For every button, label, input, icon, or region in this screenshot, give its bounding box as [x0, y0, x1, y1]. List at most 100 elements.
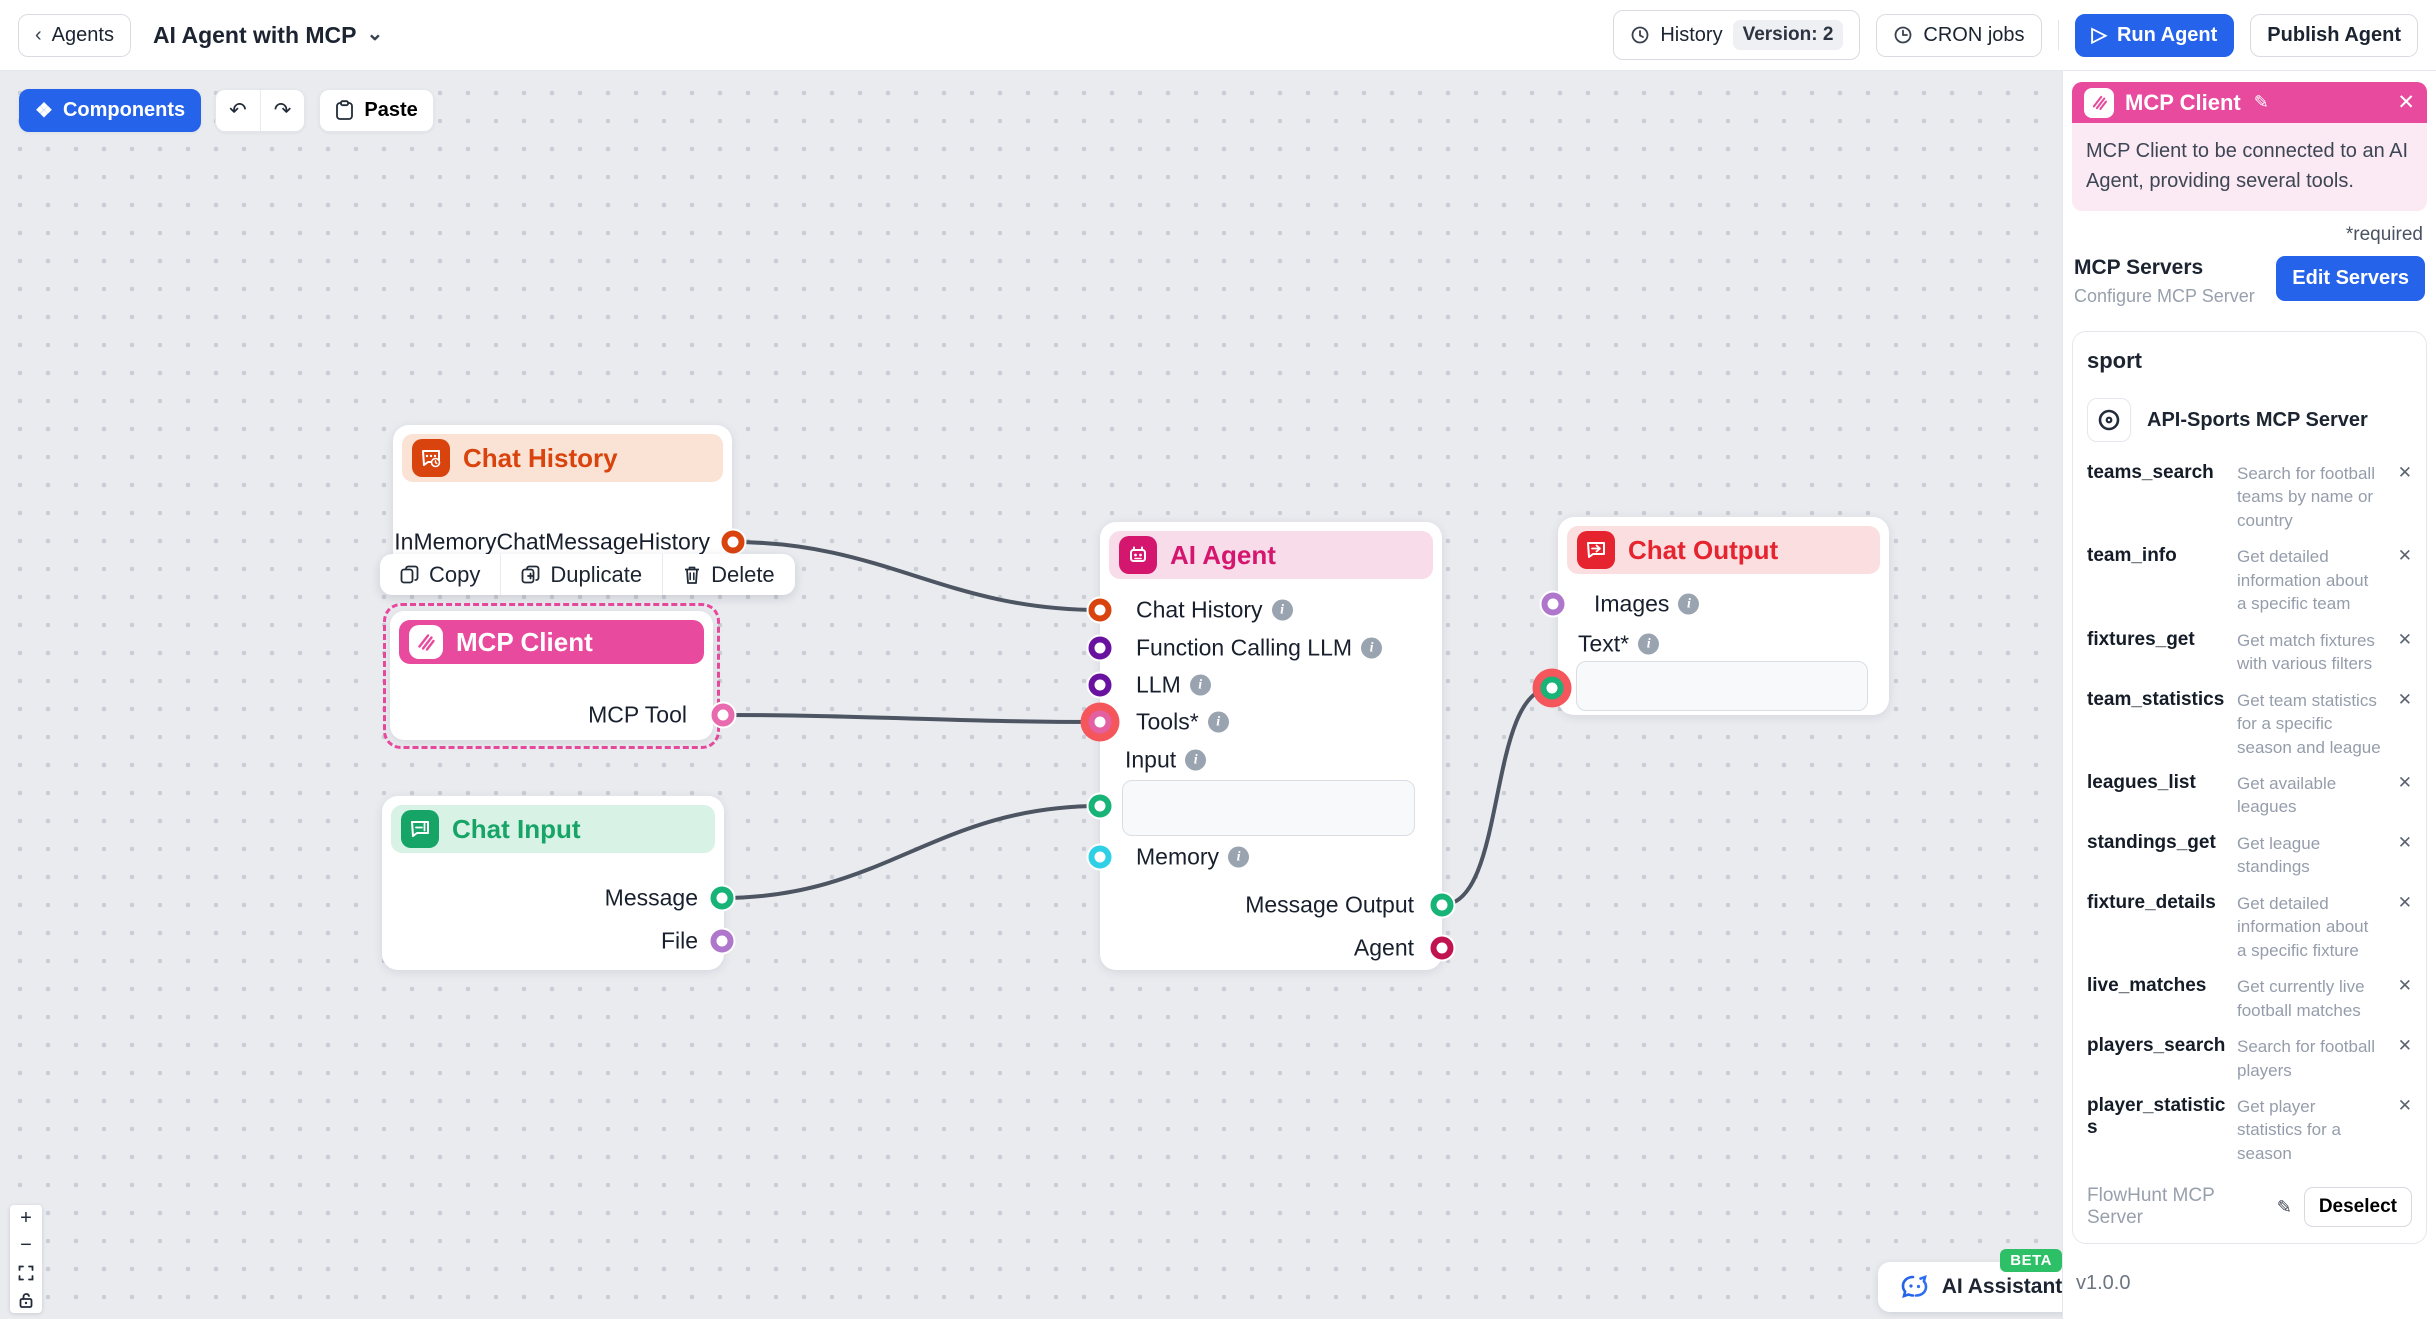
tool-row: leagues_list Get available leagues ✕ — [2087, 772, 2412, 819]
output-label-agent: Agent — [1353, 934, 1414, 961]
tool-row: team_info Get detailed information about… — [2087, 545, 2412, 615]
chevron-down-icon: ⌄ — [366, 22, 384, 45]
tool-desc: Search for football teams by name or cou… — [2237, 464, 2375, 530]
tool-desc: Get league standings — [2237, 833, 2321, 877]
port-agent-tools[interactable] — [1088, 710, 1112, 734]
panel-header: MCP Client ✎ ✕ — [2072, 82, 2427, 123]
publish-agent-button[interactable]: Publish Agent — [2250, 13, 2418, 57]
header-divider — [2057, 20, 2059, 50]
remove-tool-icon[interactable]: ✕ — [2397, 629, 2412, 649]
port-agent-input[interactable] — [1088, 794, 1112, 818]
mcp-client-panel: MCP Client ✎ ✕ MCP Client to be connecte… — [2062, 71, 2436, 1319]
port-agent-memory[interactable] — [1088, 845, 1112, 869]
port-agent-llm[interactable] — [1088, 673, 1112, 697]
ai-assistant-button[interactable]: BETA AI Assistant — [1878, 1249, 2062, 1312]
node-mcp-client[interactable]: MCP Client MCP Tool — [390, 611, 713, 740]
duplicate-label: Duplicate — [550, 561, 643, 587]
run-agent-button[interactable]: ▷ Run Agent — [2074, 13, 2235, 57]
deselect-button[interactable]: Deselect — [2303, 1187, 2412, 1228]
node-title: MCP Client — [456, 626, 593, 657]
node-title: Chat Input — [452, 813, 581, 844]
back-label: Agents — [51, 23, 114, 46]
zoom-out-icon[interactable]: − — [20, 1234, 32, 1256]
footer-server-name: FlowHunt MCP Server — [2087, 1185, 2215, 1229]
history-label: History — [1660, 23, 1723, 46]
port-agent-function-calling-llm[interactable] — [1088, 636, 1112, 660]
info-icon[interactable]: i — [1185, 749, 1207, 771]
remove-tool-icon[interactable]: ✕ — [2397, 463, 2412, 482]
port-agent-message-output[interactable] — [1430, 893, 1454, 917]
remove-tool-icon[interactable]: ✕ — [2397, 1036, 2412, 1056]
info-icon[interactable]: i — [1207, 711, 1229, 733]
zoom-in-icon[interactable]: + — [20, 1207, 32, 1229]
components-button[interactable]: ❖ Components — [19, 89, 202, 132]
remove-tool-icon[interactable]: ✕ — [2397, 832, 2412, 852]
node-title: Chat History — [463, 442, 618, 473]
chat-input-icon — [401, 810, 439, 848]
cron-jobs-button[interactable]: CRON jobs — [1876, 13, 2042, 57]
flow-title-dropdown[interactable]: AI Agent with MCP ⌄ — [153, 22, 383, 49]
info-icon[interactable]: i — [1271, 599, 1293, 621]
port-output-images[interactable] — [1541, 592, 1565, 616]
output-text-textarea[interactable] — [1576, 661, 1868, 711]
back-to-agents-button[interactable]: ‹ Agents — [18, 13, 131, 57]
tool-row: live_matches Get currently live football… — [2087, 975, 2412, 1022]
flow-canvas[interactable]: ❖ Components ↶ ↷ Paste Chat History InMe… — [0, 71, 2062, 1319]
api-sports-target-icon — [2087, 398, 2131, 442]
history-button[interactable]: History Version: 2 — [1613, 10, 1861, 60]
tool-name: live_matches — [2087, 975, 2207, 997]
remove-tool-icon[interactable]: ✕ — [2397, 892, 2412, 912]
edit-servers-button[interactable]: Edit Servers — [2276, 256, 2425, 301]
node-title: AI Agent — [1170, 539, 1276, 570]
agent-input-textarea[interactable] — [1122, 780, 1415, 836]
close-panel-icon[interactable]: ✕ — [2397, 91, 2415, 114]
info-icon[interactable]: i — [1678, 593, 1700, 615]
tool-name: standings_get — [2087, 831, 2216, 853]
remove-tool-icon[interactable]: ✕ — [2397, 689, 2412, 709]
copy-label: Copy — [429, 561, 481, 587]
remove-tool-icon[interactable]: ✕ — [2397, 976, 2412, 996]
canvas-zoom-controls: + − — [10, 1205, 42, 1313]
port-agent-chat-history[interactable] — [1088, 598, 1112, 622]
port-agent-agent[interactable] — [1430, 936, 1454, 960]
port-mcp-tool[interactable] — [711, 703, 735, 727]
redo-icon[interactable]: ↷ — [273, 99, 292, 122]
node-chat-input[interactable]: Chat Input Message File — [382, 796, 724, 970]
info-icon[interactable]: i — [1638, 633, 1660, 655]
info-icon[interactable]: i — [1189, 674, 1211, 696]
tool-row: team_statistics Get team statistics for … — [2087, 689, 2412, 759]
copy-menu-item[interactable]: Copy — [380, 554, 500, 595]
edge-message-input — [720, 804, 1102, 900]
duplicate-menu-item[interactable]: Duplicate — [500, 554, 662, 595]
remove-tool-icon[interactable]: ✕ — [2397, 1095, 2412, 1115]
delete-menu-item[interactable]: Delete — [662, 554, 795, 595]
edit-server-pencil-icon[interactable]: ✎ — [2276, 1196, 2292, 1217]
remove-tool-icon[interactable]: ✕ — [2397, 772, 2412, 792]
port-output-text[interactable] — [1540, 676, 1564, 700]
undo-icon[interactable]: ↶ — [216, 90, 261, 131]
port-message[interactable] — [710, 886, 734, 910]
mcp-servers-row: MCP Servers Configure MCP Server Edit Se… — [2074, 256, 2425, 307]
remove-tool-icon[interactable]: ✕ — [2397, 546, 2412, 566]
fit-view-icon[interactable] — [10, 1259, 42, 1286]
port-file[interactable] — [710, 929, 734, 953]
info-icon[interactable]: i — [1228, 846, 1250, 868]
edit-title-pencil-icon[interactable]: ✎ — [2253, 92, 2269, 112]
node-title: Chat Output — [1628, 534, 1779, 565]
paste-button[interactable]: Paste — [319, 89, 434, 132]
back-chevron-icon: ‹ — [35, 24, 42, 46]
delete-label: Delete — [711, 561, 775, 587]
info-icon[interactable]: i — [1361, 637, 1383, 659]
port-inmemorychatmessagehistory[interactable] — [721, 530, 745, 554]
server-name: API-Sports MCP Server — [2147, 408, 2368, 431]
mcp-icon — [409, 625, 443, 659]
lock-icon[interactable] — [10, 1286, 42, 1313]
node-chat-history[interactable]: Chat History InMemoryChatMessageHistory — [393, 425, 732, 570]
tool-name: fixture_details — [2087, 891, 2216, 913]
run-label: Run Agent — [2116, 23, 2218, 46]
input-label-text: Text*i — [1578, 631, 1660, 658]
tool-name: fixtures_get — [2087, 628, 2195, 650]
